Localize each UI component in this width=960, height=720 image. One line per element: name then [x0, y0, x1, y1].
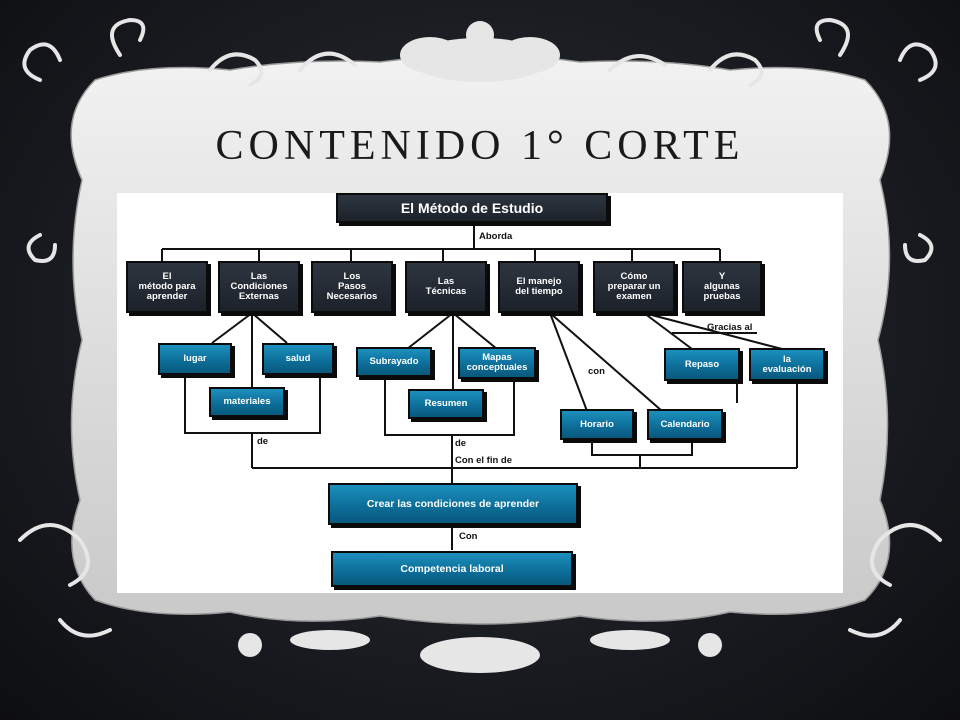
branch-pruebas: Y algunas pruebas	[682, 261, 762, 313]
label-gracias-al: Gracias al	[707, 322, 753, 333]
node-crear-condiciones: Crear las condiciones de aprender	[328, 483, 578, 525]
node-lugar: lugar	[158, 343, 232, 375]
node-horario: Horario	[560, 409, 634, 440]
branch-tiempo: El manejo del tiempo	[498, 261, 580, 313]
node-subrayado: Subrayado	[356, 347, 432, 377]
label-con-el-fin-de: Con el fin de	[455, 455, 512, 466]
node-calendario: Calendario	[647, 409, 723, 440]
node-resumen: Resumen	[408, 389, 484, 419]
concept-map: El Método de Estudio Aborda El método pa…	[117, 193, 843, 593]
branch-pasos: Los Pasos Necesarios	[311, 261, 393, 313]
branch-metodo: El método para aprender	[126, 261, 208, 313]
node-evaluacion: la evaluación	[749, 348, 825, 381]
branch-examen: Cómo preparar un examen	[593, 261, 675, 313]
node-materiales: materiales	[209, 387, 285, 417]
label-con: con	[588, 366, 605, 377]
branch-tecnicas: Las Técnicas	[405, 261, 487, 313]
node-repaso: Repaso	[664, 348, 740, 381]
branch-condiciones: Las Condiciones Externas	[218, 261, 300, 313]
node-mapas: Mapas conceptuales	[458, 347, 536, 379]
label-aborda: Aborda	[479, 231, 513, 242]
label-con-bottom: Con	[459, 531, 478, 542]
node-salud: salud	[262, 343, 334, 375]
diagram-root: El Método de Estudio	[336, 193, 608, 223]
label-de-left: de	[257, 436, 269, 447]
connector-lines	[161, 223, 798, 550]
slide-title: CONTENIDO 1° CORTE	[215, 123, 745, 169]
label-de-mid: de	[455, 438, 467, 449]
node-competencia: Competencia laboral	[331, 551, 573, 587]
